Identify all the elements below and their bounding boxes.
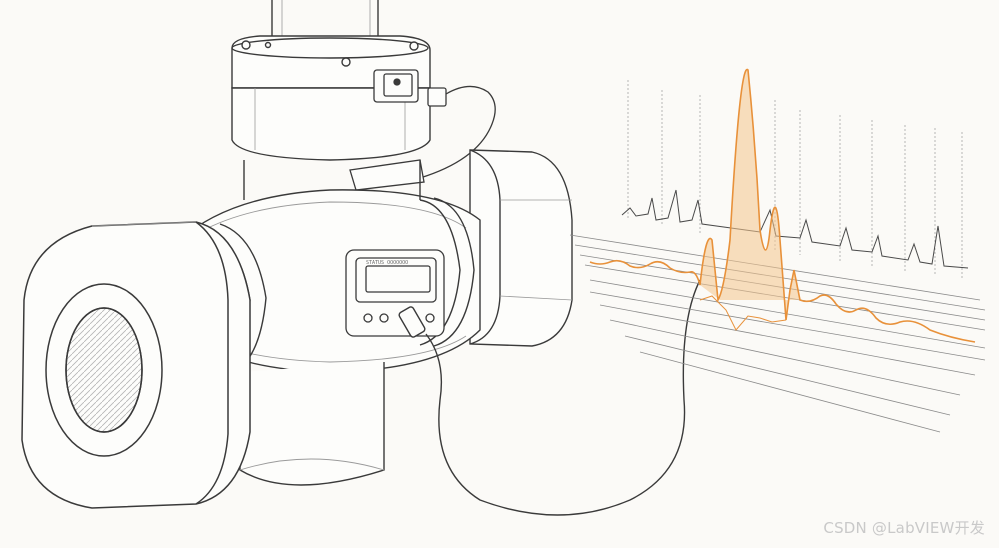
switch-box — [373, 69, 419, 103]
mounting-bracket — [349, 159, 425, 191]
noise-waveform — [621, 189, 969, 269]
signal-waveform — [589, 68, 976, 343]
valve-bonnet — [231, 35, 431, 161]
sensor-cable — [398, 279, 701, 516]
signal-waveform-fill — [700, 69, 800, 320]
device-label: STATUS OOOOOOO — [366, 260, 408, 266]
digital-display-device — [345, 249, 445, 337]
vertical-pipe — [271, 0, 379, 40]
watermark: CSDN @LabVIEW开发 — [823, 519, 985, 537]
connector-plug — [419, 85, 496, 179]
signal-waveform-base — [699, 295, 787, 331]
waveform-background — [569, 234, 986, 433]
left-hex-nut — [21, 221, 251, 509]
bottom-outlet — [239, 362, 385, 486]
right-hex-nut — [469, 149, 573, 347]
